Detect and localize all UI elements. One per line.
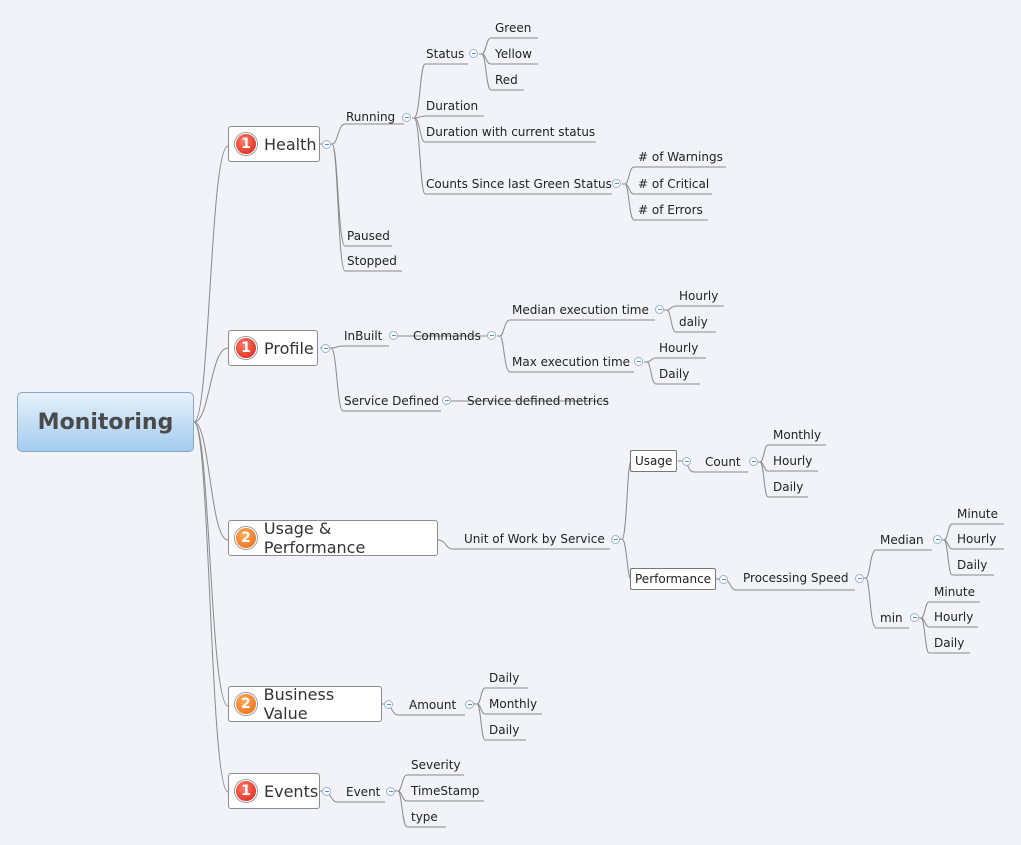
topic-max-daily[interactable]: Daily bbox=[659, 367, 690, 381]
topic-count-monthly[interactable]: Monthly bbox=[773, 428, 822, 442]
collapse-icon[interactable] bbox=[487, 331, 496, 340]
priority-1-icon: 1 bbox=[235, 337, 257, 359]
collapse-icon[interactable] bbox=[402, 113, 411, 122]
topic-median-daily[interactable]: Daily bbox=[957, 558, 988, 572]
collapse-icon[interactable] bbox=[611, 535, 620, 544]
collapse-icon[interactable] bbox=[442, 396, 451, 405]
topic-min-minute[interactable]: Minute bbox=[934, 585, 975, 599]
topic-median[interactable]: Median bbox=[880, 533, 924, 547]
topic-processing-speed[interactable]: Processing Speed bbox=[743, 571, 849, 585]
topic-type[interactable]: type bbox=[411, 810, 438, 824]
branch-usage-performance[interactable]: 2 Usage & Performance bbox=[228, 519, 438, 557]
collapse-icon[interactable] bbox=[389, 331, 398, 340]
topic-max-hourly[interactable]: Hourly bbox=[659, 341, 699, 355]
topic-count-daily[interactable]: Daily bbox=[773, 480, 804, 494]
topic-amount-daily-1[interactable]: Daily bbox=[489, 671, 520, 685]
collapse-icon[interactable] bbox=[682, 457, 691, 466]
root-node[interactable]: Monitoring bbox=[17, 392, 194, 452]
topic-green[interactable]: Green bbox=[495, 21, 532, 35]
topic-status[interactable]: Status bbox=[426, 47, 465, 61]
topic-median-exec[interactable]: Median execution time bbox=[512, 303, 649, 317]
topic-timestamp[interactable]: TimeStamp bbox=[411, 784, 480, 798]
topic-yellow[interactable]: Yellow bbox=[495, 47, 532, 61]
root-label: Monitoring bbox=[37, 409, 174, 435]
topic-event[interactable]: Event bbox=[346, 785, 381, 799]
topic-commands[interactable]: Commands bbox=[413, 329, 481, 343]
collapse-icon[interactable] bbox=[749, 457, 758, 466]
topic-min[interactable]: min bbox=[880, 611, 903, 625]
topic-performance-label: Performance bbox=[635, 572, 712, 586]
branch-events[interactable]: 1 Events bbox=[228, 773, 320, 809]
topic-inbuilt[interactable]: InBuilt bbox=[344, 329, 383, 343]
topic-median-daily[interactable]: daliy bbox=[679, 315, 708, 329]
topic-amount-monthly[interactable]: Monthly bbox=[489, 697, 538, 711]
collapse-icon[interactable] bbox=[322, 787, 331, 796]
collapse-icon[interactable] bbox=[469, 49, 478, 58]
topic-severity[interactable]: Severity bbox=[411, 758, 461, 772]
collapse-icon[interactable] bbox=[321, 344, 330, 353]
topic-amount-daily-2[interactable]: Daily bbox=[489, 723, 520, 737]
topic-counts[interactable]: Counts Since last Green Status bbox=[426, 177, 612, 191]
priority-1-icon: 1 bbox=[235, 780, 257, 802]
collapse-icon[interactable] bbox=[910, 613, 919, 622]
topic-count-hourly[interactable]: Hourly bbox=[773, 454, 813, 468]
topic-median-hourly[interactable]: Hourly bbox=[957, 532, 997, 546]
topic-red[interactable]: Red bbox=[495, 73, 518, 87]
topic-max-exec[interactable]: Max execution time bbox=[512, 355, 631, 369]
branch-label: Usage & Performance bbox=[263, 519, 366, 557]
collapse-icon[interactable] bbox=[465, 700, 474, 709]
priority-1-icon: 1 bbox=[235, 133, 257, 155]
topic-count[interactable]: Count bbox=[705, 455, 741, 469]
collapse-icon[interactable] bbox=[384, 700, 393, 709]
branch-business-value[interactable]: 2 Business Value bbox=[228, 685, 382, 723]
topic-stopped[interactable]: Stopped bbox=[347, 254, 397, 268]
topic-errors[interactable]: # of Errors bbox=[638, 203, 703, 217]
priority-2-icon: 2 bbox=[235, 693, 257, 715]
collapse-icon[interactable] bbox=[933, 535, 942, 544]
topic-usage-label: Usage bbox=[635, 454, 673, 468]
collapse-icon[interactable] bbox=[655, 305, 664, 314]
collapse-icon[interactable] bbox=[634, 357, 643, 366]
topic-running[interactable]: Running bbox=[346, 110, 396, 124]
collapse-icon[interactable] bbox=[386, 787, 395, 796]
topic-median-minute[interactable]: Minute bbox=[957, 507, 998, 521]
topic-duration[interactable]: Duration bbox=[426, 99, 479, 113]
topic-service-metrics[interactable]: Service defined metrics bbox=[467, 394, 610, 408]
branch-label: Health bbox=[264, 134, 317, 154]
collapse-icon[interactable] bbox=[612, 179, 621, 188]
topic-min-hourly[interactable]: Hourly bbox=[934, 610, 974, 624]
priority-2-icon: 2 bbox=[235, 527, 257, 549]
topic-warnings[interactable]: # of Warnings bbox=[638, 150, 723, 164]
topic-amount[interactable]: Amount bbox=[409, 698, 457, 712]
branch-label: Profile bbox=[264, 338, 314, 358]
branch-label: Events bbox=[264, 781, 319, 801]
topic-median-hourly[interactable]: Hourly bbox=[679, 289, 719, 303]
topic-critical[interactable]: # of Critical bbox=[638, 177, 710, 191]
topic-paused[interactable]: Paused bbox=[347, 229, 390, 243]
collapse-icon[interactable] bbox=[719, 575, 728, 584]
branch-label: Business Value bbox=[263, 685, 335, 723]
topic-service-defined[interactable]: Service Defined bbox=[344, 394, 439, 408]
branch-health[interactable]: 1 Health bbox=[228, 126, 320, 162]
topic-duration-current[interactable]: Duration with current status bbox=[426, 125, 596, 139]
topic-unit-of-work[interactable]: Unit of Work by Service bbox=[464, 532, 605, 546]
collapse-icon[interactable] bbox=[855, 574, 864, 583]
branch-profile[interactable]: 1 Profile bbox=[228, 330, 318, 366]
topic-usage[interactable]: Usage bbox=[630, 450, 678, 472]
topic-performance[interactable]: Performance bbox=[630, 568, 717, 590]
topic-min-daily[interactable]: Daily bbox=[934, 636, 965, 650]
collapse-icon[interactable] bbox=[322, 140, 331, 149]
